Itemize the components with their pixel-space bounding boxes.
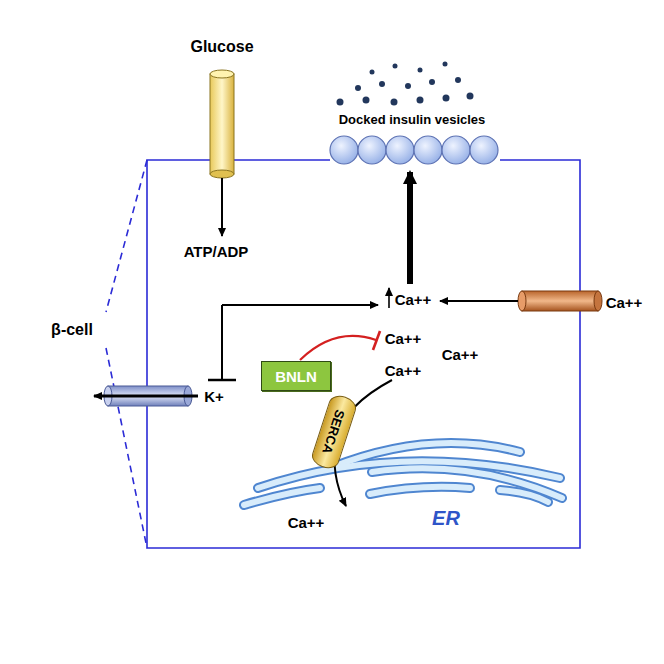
metabolite-label: ATP/ADP [184,244,249,259]
cell-bracket [106,160,147,548]
glucose-transporter [210,70,234,178]
node-text: BNLN [275,369,317,384]
exocytosis-arrow [407,172,413,284]
increase-arrow [388,288,390,308]
insulin-granules [337,62,474,106]
cell-membrane [147,160,580,548]
ion-label: Ca++ [288,515,325,530]
inhibition-line [300,331,380,360]
insulin-vesicles [330,136,498,164]
organelle-label: ER [432,508,460,528]
vesicle-label: Docked insulin vesicles [339,113,486,126]
potassium-efflux-arrow [94,395,198,398]
calcium-influx-arrow [440,300,518,302]
ion-label: Ca++ [385,363,422,378]
calcium-channel [518,291,602,311]
ion-label: Ca++ [395,292,432,307]
cell-label: β-cell [51,322,93,338]
glucose-arrow [221,178,223,236]
inhibitor-box: BNLN [261,361,331,391]
ion-label: K+ [204,389,224,404]
endoplasmic-reticulum [244,443,562,505]
ion-label: Ca++ [442,347,479,362]
substrate-label: Glucose [190,39,253,55]
ion-label: Ca++ [606,295,643,310]
ion-label: Ca++ [385,331,422,346]
node-text: SERCA [321,408,347,455]
